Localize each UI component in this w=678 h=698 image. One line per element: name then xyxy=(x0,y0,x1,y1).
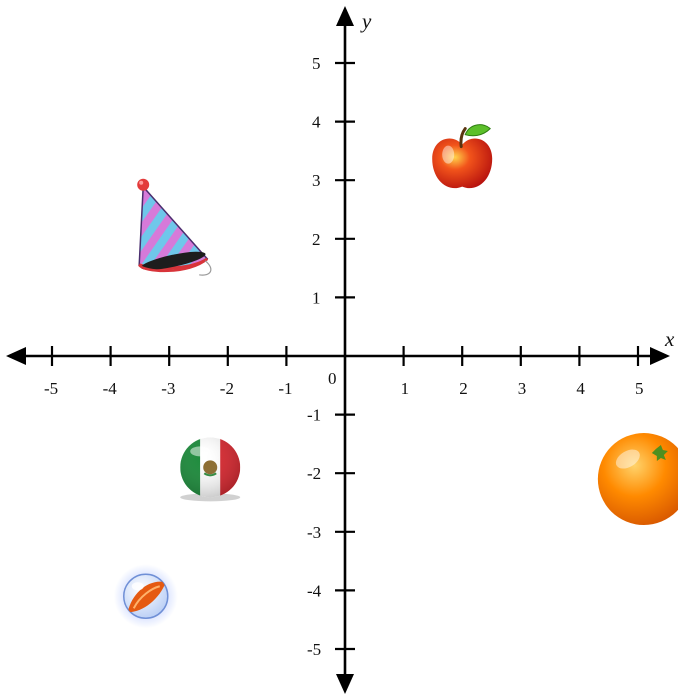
x-tick-label: -2 xyxy=(220,379,234,398)
y-axis-label: y xyxy=(360,9,372,33)
y-tick-label: 2 xyxy=(312,230,321,249)
y-axis-top-arrow xyxy=(336,6,354,26)
x-tick-label: -3 xyxy=(161,379,175,398)
x-axis-left-arrow xyxy=(6,347,26,365)
marble-icon xyxy=(113,564,178,629)
y-tick-label: -2 xyxy=(307,464,321,483)
y-tick-label: 5 xyxy=(312,54,321,73)
x-tick-label: 3 xyxy=(518,379,527,398)
x-tick-label: 2 xyxy=(459,379,468,398)
y-tick-label: 3 xyxy=(312,171,321,190)
y-tick-label: -4 xyxy=(307,581,322,600)
party-hat-icon xyxy=(137,178,212,276)
apple-icon xyxy=(432,124,493,189)
y-tick-label: -5 xyxy=(307,640,321,659)
y-tick-label: -1 xyxy=(307,406,321,425)
x-axis-label: x xyxy=(664,327,675,351)
y-axis-bottom-arrow xyxy=(336,674,354,694)
orange-icon xyxy=(597,433,678,526)
x-tick-label: 4 xyxy=(576,379,585,398)
x-axis-right-arrow xyxy=(650,347,670,365)
mexico-flag-ball-icon xyxy=(180,437,241,502)
x-tick-label: -1 xyxy=(278,379,292,398)
origin-label: 0 xyxy=(328,369,337,388)
y-tick-label: 1 xyxy=(312,288,321,307)
y-tick-label: -3 xyxy=(307,523,321,542)
x-tick-label: -5 xyxy=(44,379,58,398)
x-tick-label: 1 xyxy=(401,379,410,398)
x-tick-label: 5 xyxy=(635,379,644,398)
y-tick-label: 4 xyxy=(312,113,321,132)
x-tick-label: -4 xyxy=(103,379,118,398)
